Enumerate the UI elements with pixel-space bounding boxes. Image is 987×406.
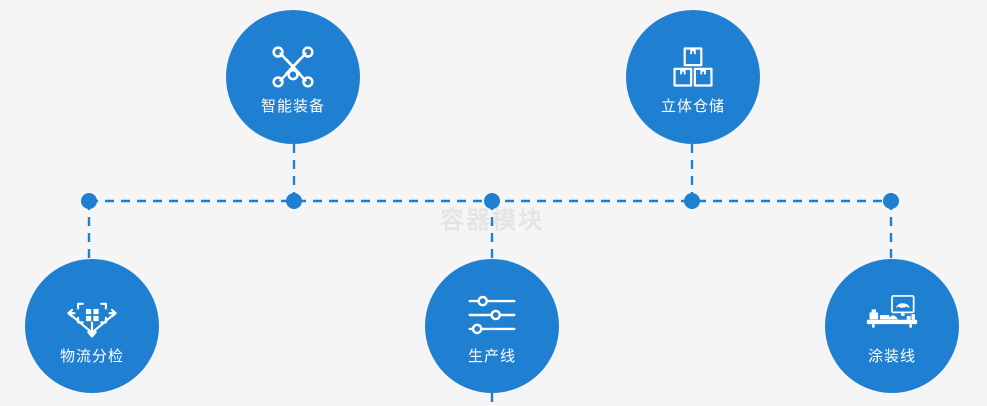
junction-dot-stereo-storage	[684, 193, 700, 209]
node-logistics-sorting[interactable]: 物流分检	[25, 259, 159, 393]
node-label-smart-equipment: 智能装备	[260, 97, 325, 115]
node-label-production-line: 生产线	[467, 347, 516, 365]
junction-dot-logistics-sorting	[81, 193, 97, 209]
sorting-arrows-icon	[66, 289, 118, 341]
junction-dot-smart-equipment	[286, 193, 302, 209]
node-painting-line[interactable]: 涂装线	[825, 259, 959, 393]
junction-dot-painting-line	[883, 193, 899, 209]
node-label-logistics-sorting: 物流分检	[59, 347, 124, 365]
node-label-stereo-storage: 立体仓储	[660, 97, 725, 115]
node-production-line[interactable]: 生产线	[425, 259, 559, 393]
node-stereo-storage[interactable]: 立体仓储	[626, 10, 760, 144]
sliders-icon	[466, 289, 518, 341]
stacked-boxes-icon	[667, 41, 719, 93]
node-label-painting-line: 涂装线	[867, 347, 916, 365]
network-nodes-icon	[267, 41, 319, 93]
junction-dot-production-line	[484, 193, 500, 209]
paint-booth-icon	[866, 289, 918, 341]
node-smart-equipment[interactable]: 智能装备	[226, 10, 360, 144]
